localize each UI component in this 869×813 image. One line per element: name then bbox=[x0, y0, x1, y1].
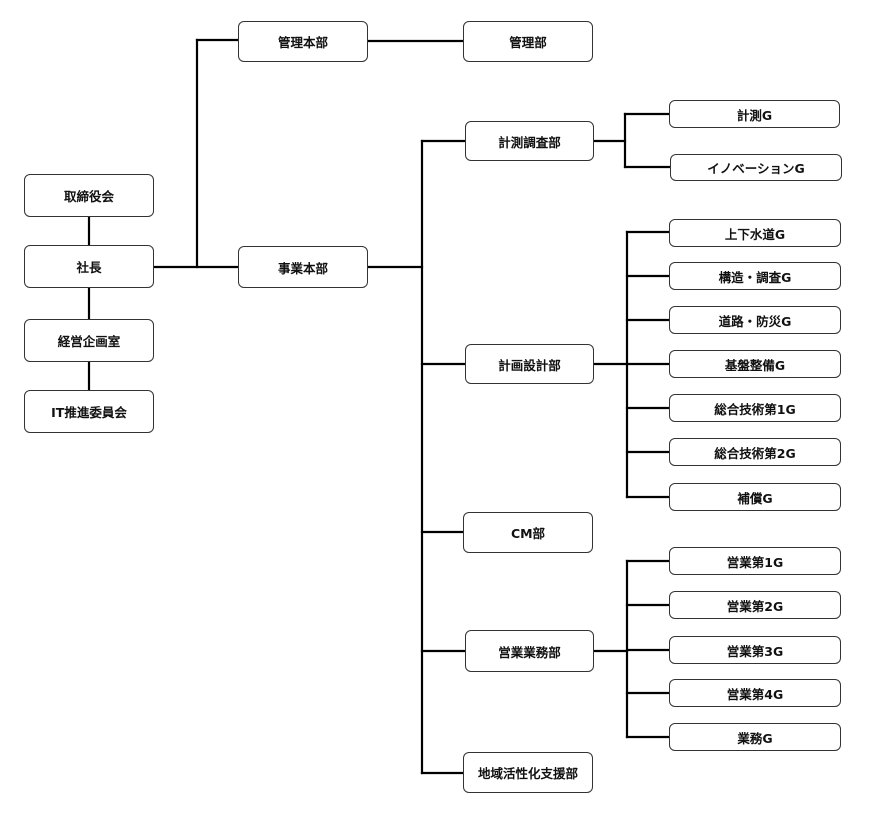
design-dept-node: 計画設計部 bbox=[465, 344, 594, 384]
it-committee-node: IT推進委員会 bbox=[24, 390, 154, 433]
water-group-node: 上下水道G bbox=[669, 219, 841, 247]
keisoku-group-node: 計測G bbox=[669, 100, 840, 128]
sales-3-group-node: 営業第3G bbox=[669, 636, 841, 664]
foundation-group-node: 基盤整備G bbox=[669, 350, 841, 378]
president-node: 社長 bbox=[24, 245, 154, 288]
admin-dept-node: 管理部 bbox=[463, 21, 593, 62]
regional-dept-node: 地域活性化支援部 bbox=[463, 752, 593, 793]
gyomu-group-node: 業務G bbox=[669, 723, 841, 751]
road-group-node: 道路・防災G bbox=[669, 306, 841, 334]
board-node: 取締役会 bbox=[24, 174, 154, 217]
admin-hq-node: 管理本部 bbox=[238, 21, 368, 62]
survey-dept-node: 計測調査部 bbox=[465, 121, 594, 161]
general-tech-1-group-node: 総合技術第1G bbox=[669, 394, 841, 422]
sales-dept-node: 営業業務部 bbox=[465, 630, 594, 672]
business-hq-node: 事業本部 bbox=[238, 246, 368, 288]
general-tech-2-group-node: 総合技術第2G bbox=[669, 438, 841, 466]
sales-2-group-node: 営業第2G bbox=[669, 591, 841, 619]
cm-dept-node: CM部 bbox=[463, 512, 593, 553]
innovation-group-node: イノベーションG bbox=[670, 154, 842, 181]
planning-office-node: 経営企画室 bbox=[24, 319, 154, 362]
sales-4-group-node: 営業第4G bbox=[669, 679, 841, 707]
sales-1-group-node: 営業第1G bbox=[669, 547, 841, 575]
structure-group-node: 構造・調査G bbox=[669, 262, 841, 290]
compensation-group-node: 補償G bbox=[669, 483, 841, 511]
